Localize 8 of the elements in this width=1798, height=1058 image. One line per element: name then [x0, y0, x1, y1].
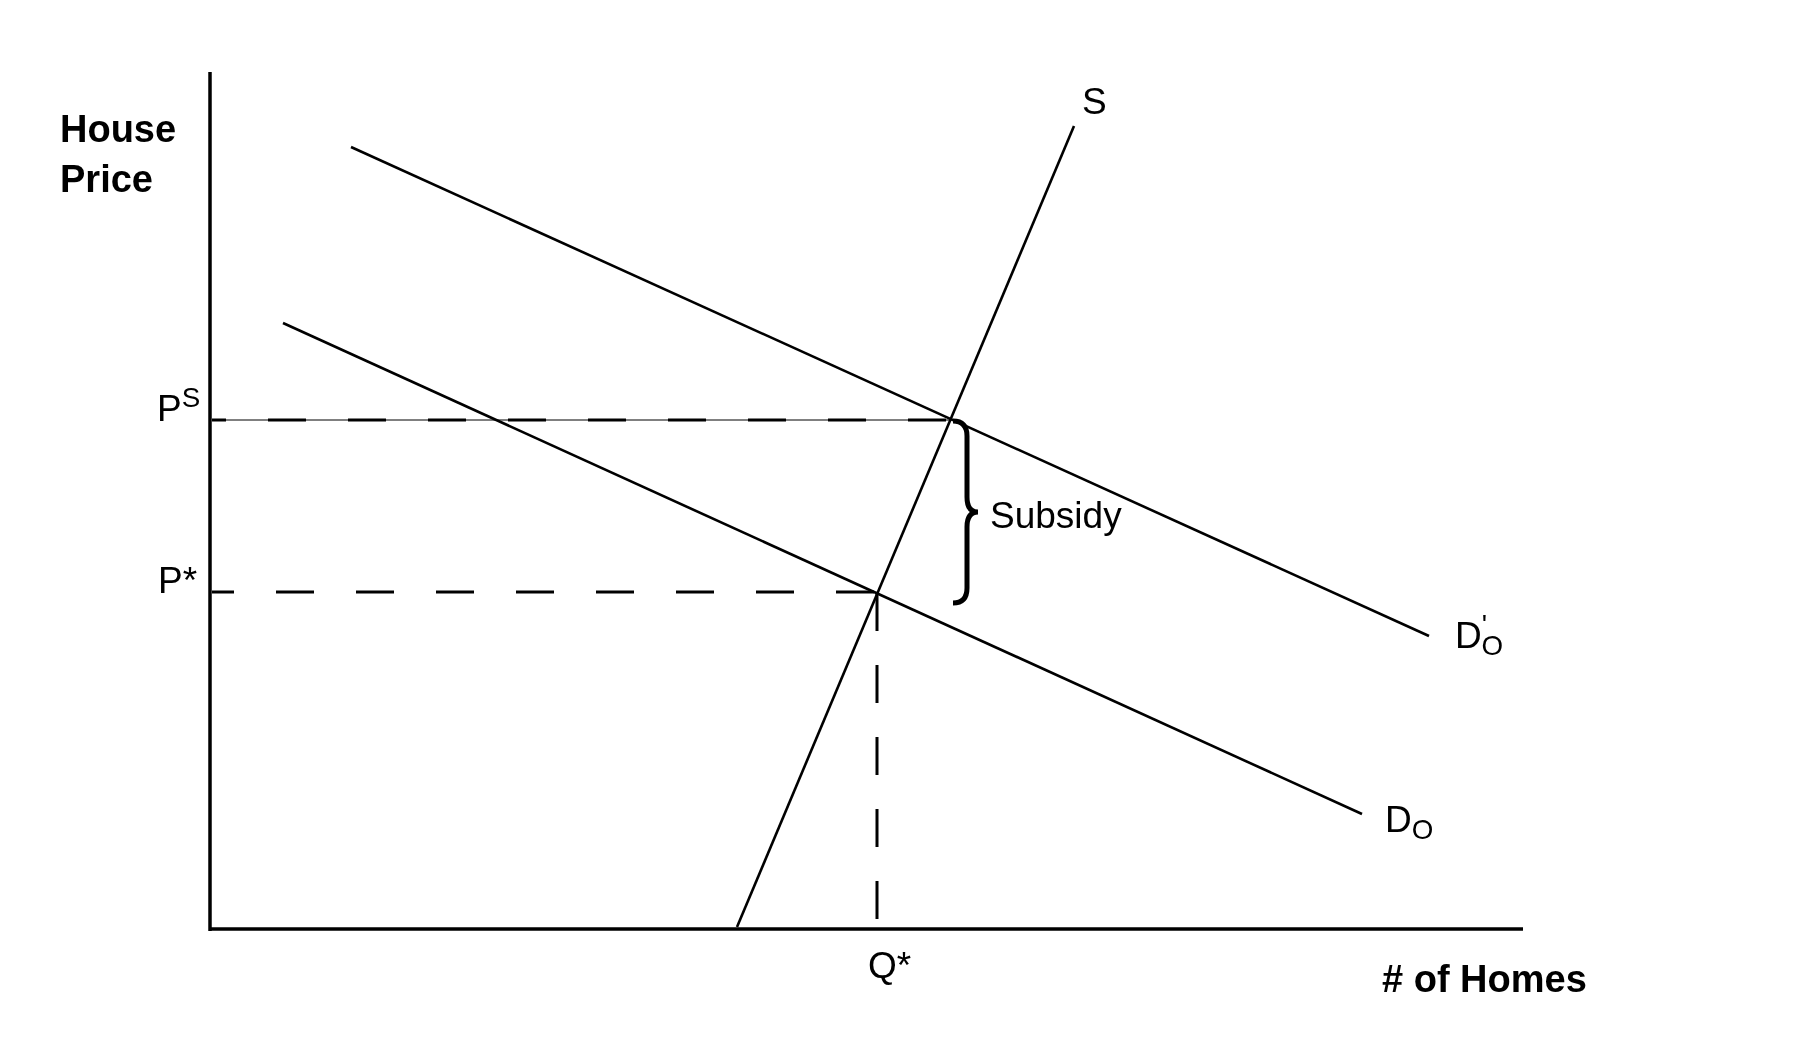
- brace-label: Subsidy: [990, 497, 1122, 534]
- price-label: P$^{S}$: [157, 390, 201, 427]
- quantity-label: Q*: [868, 947, 912, 984]
- curve-label: S: [1082, 83, 1107, 120]
- axis-title: House Price: [60, 107, 178, 202]
- curve-label: D$_{O}$: [1385, 801, 1434, 838]
- axis-title: # of Homes: [1382, 960, 1587, 998]
- price-label: P*: [158, 562, 198, 599]
